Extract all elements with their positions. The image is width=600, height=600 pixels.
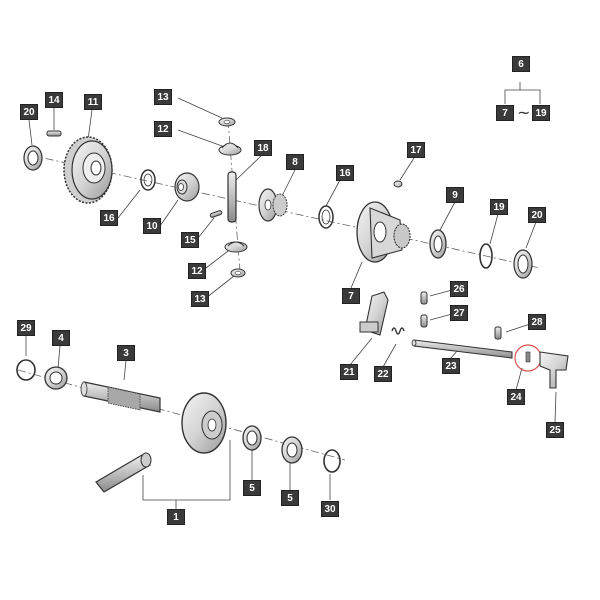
gear-11 [63, 136, 113, 204]
callout-1: 1 [167, 509, 185, 525]
callout-7: 7 [342, 288, 360, 304]
callout-12-top: 12 [154, 121, 172, 137]
pin-15 [209, 210, 223, 218]
bushing-13-top [218, 117, 236, 127]
ring-30 [323, 449, 341, 473]
callout-13-bottom: 13 [191, 291, 209, 307]
collar-10 [174, 172, 200, 202]
callout-20-right: 20 [528, 207, 546, 223]
gear-shaft-1 [95, 392, 227, 493]
callout-14: 14 [45, 92, 63, 108]
callout-23: 23 [442, 358, 460, 374]
callout-8: 8 [286, 154, 304, 170]
callout-16-right: 16 [336, 165, 354, 181]
seal-20-right [513, 249, 533, 279]
callout-30: 30 [321, 501, 339, 517]
shaft-18 [227, 171, 237, 223]
washer-16-left [140, 169, 156, 191]
seal-20-left [23, 145, 43, 171]
callout-4: 4 [52, 330, 70, 346]
ball-17 [393, 180, 403, 188]
callout-21: 21 [340, 364, 358, 380]
callout-13-top: 13 [154, 89, 172, 105]
callout-5a: 5 [243, 480, 261, 496]
callout-5b: 5 [281, 490, 299, 506]
ring-19-right [479, 243, 493, 269]
callout-27: 27 [450, 305, 468, 321]
callout-20-left: 20 [20, 104, 38, 120]
pin-28 [494, 326, 502, 340]
range-separator: ~ [517, 103, 531, 122]
callout-15: 15 [181, 232, 199, 248]
pin-14 [46, 130, 62, 137]
callout-19: 19 [490, 199, 508, 215]
callout-9: 9 [446, 187, 464, 203]
ring-29 [16, 359, 36, 381]
detent-24 [514, 344, 542, 372]
callout-22: 22 [374, 366, 392, 382]
shift-fork-21 [359, 291, 389, 336]
spring-22 [391, 327, 405, 335]
washer-16-right [318, 205, 334, 229]
callout-10: 10 [143, 218, 161, 234]
bevel-gear-8 [258, 188, 288, 222]
bearing-5a [242, 425, 262, 451]
bearing-12-bottom [224, 241, 248, 253]
callout-18: 18 [254, 140, 272, 156]
bearing-4 [44, 366, 68, 390]
shift-rod-23 [411, 339, 513, 359]
shift-arm-25 [539, 351, 569, 389]
callout-29: 29 [17, 320, 35, 336]
callout-6: 6 [512, 56, 530, 72]
callout-25: 25 [546, 422, 564, 438]
callout-26: 26 [450, 281, 468, 297]
pin-26 [420, 291, 428, 305]
leader-lines [25, 82, 557, 510]
callout-3: 3 [117, 345, 135, 361]
bearing-9 [429, 229, 447, 259]
callout-16-left: 16 [100, 210, 118, 226]
spline-shaft-3 [80, 381, 161, 413]
callout-17: 17 [407, 142, 425, 158]
callout-19-range: 19 [532, 105, 550, 121]
bearing-5b [281, 436, 303, 464]
callout-11: 11 [84, 94, 102, 110]
callout-7-range: 7 [496, 105, 514, 121]
bushing-13-bottom [230, 268, 246, 278]
callout-12-bottom: 12 [188, 263, 206, 279]
housing-7 [356, 201, 411, 263]
callout-24: 24 [507, 389, 525, 405]
bearing-12-top [218, 142, 242, 156]
pin-27 [420, 314, 428, 328]
callout-28: 28 [528, 314, 546, 330]
